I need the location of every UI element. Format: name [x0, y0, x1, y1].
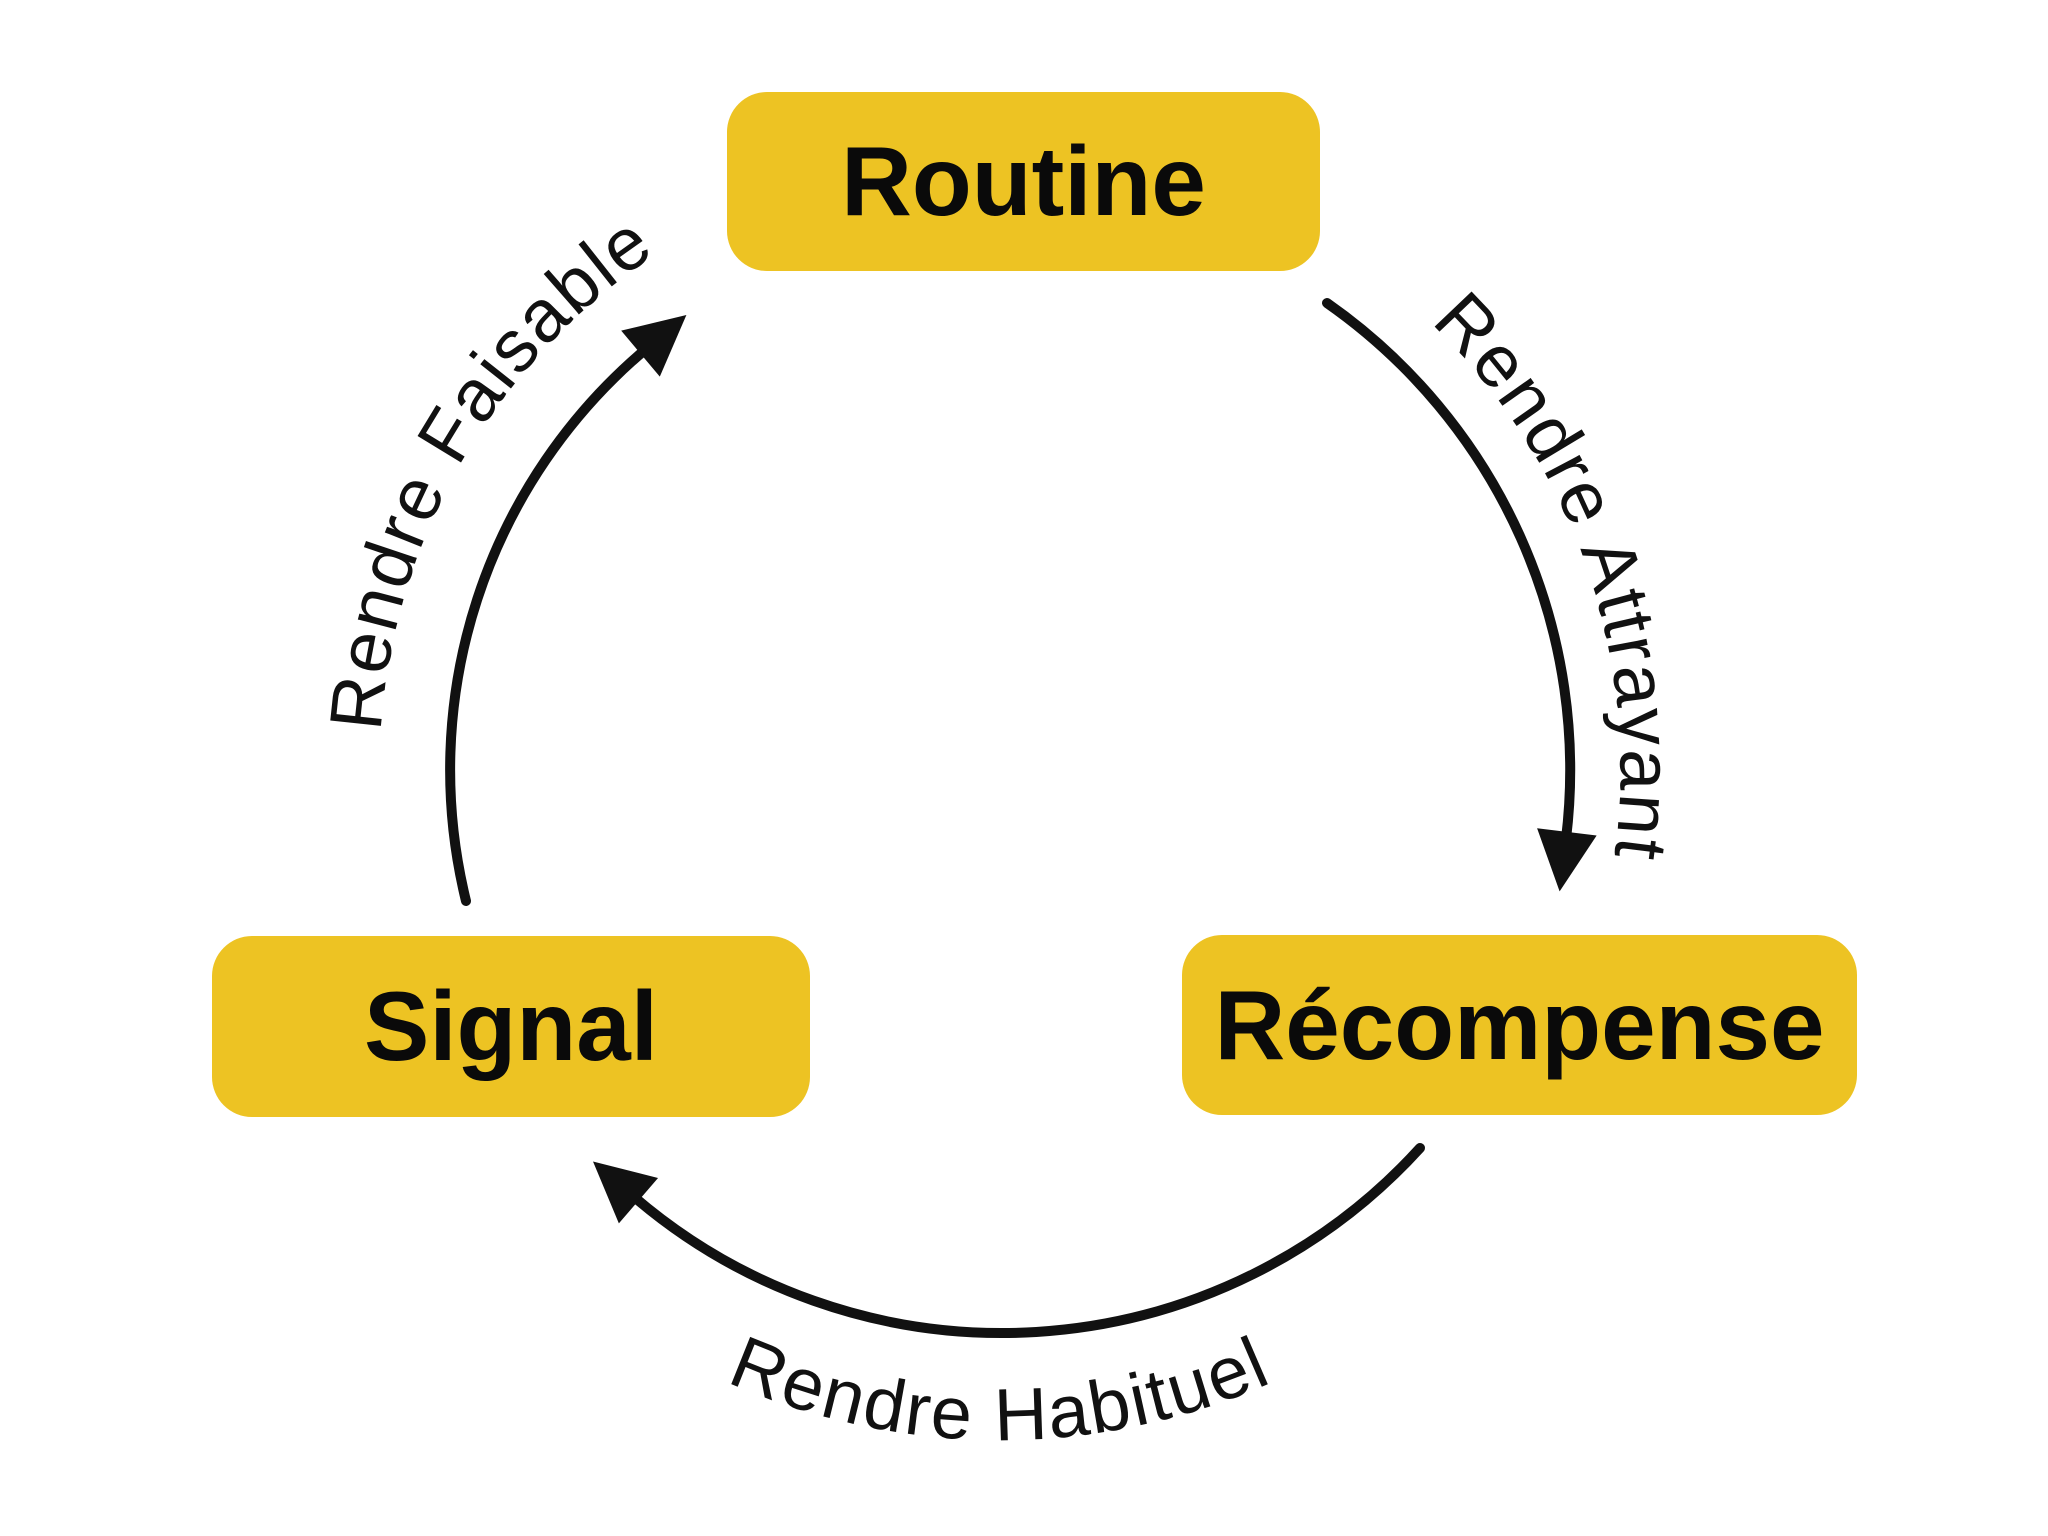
edge-label-rendre-attrayant-text: Rendre Attrayant	[1419, 276, 1686, 866]
edge-label-rendre-habituel-text: Rendre Habituel	[720, 1320, 1279, 1457]
node-recompense: Récompense	[1182, 935, 1857, 1115]
edge-label-rendre-attrayant: Rendre Attrayant	[1419, 276, 1688, 866]
node-signal: Signal	[212, 936, 810, 1117]
edge-label-rendre-faisable-text: Rendre Faisable	[314, 198, 665, 733]
arc-routine-to-recompense	[1322, 298, 1597, 892]
arc-recompense-to-signal	[592, 1143, 1425, 1338]
arc-signal-to-routine	[445, 314, 687, 906]
node-routine-label: Routine	[841, 126, 1206, 236]
edge-label-rendre-faisable: Rendre Faisable	[314, 198, 667, 733]
node-routine: Routine	[727, 92, 1320, 271]
node-recompense-label: Récompense	[1214, 969, 1825, 1080]
node-signal-label: Signal	[363, 971, 659, 1081]
edge-label-rendre-habituel: Rendre Habituel	[720, 1320, 1281, 1457]
